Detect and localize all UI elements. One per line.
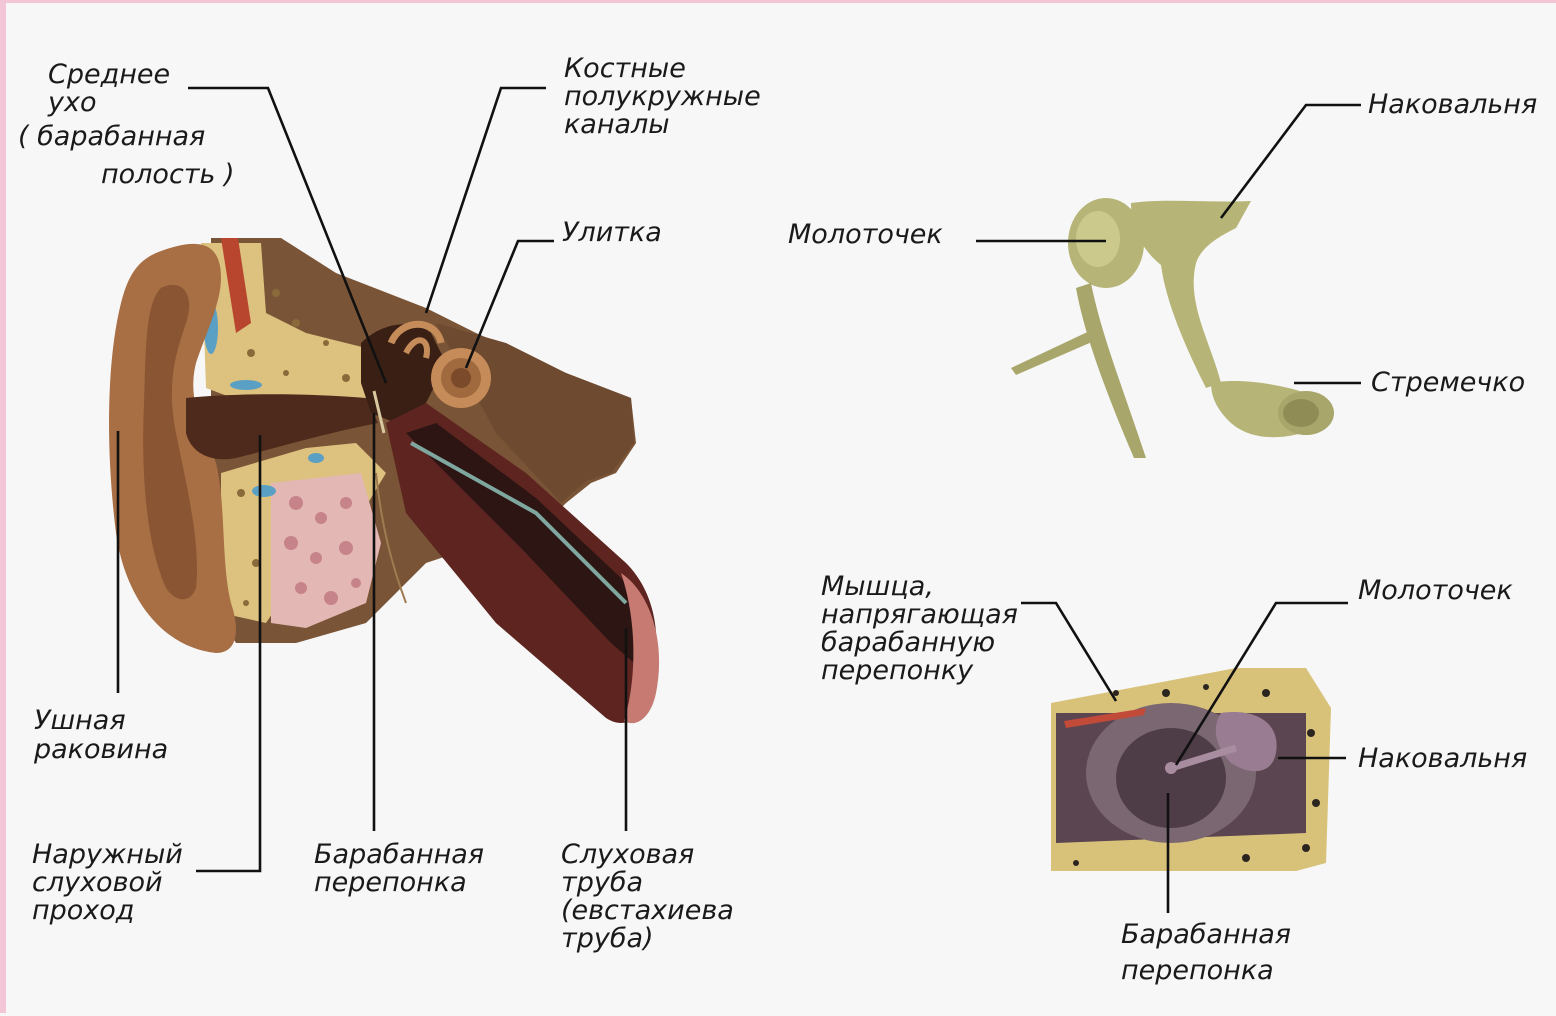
svg-text:Наковальня: Наковальня bbox=[1368, 89, 1537, 120]
svg-text:Барабанная: Барабанная bbox=[314, 839, 484, 870]
label-auricle: Ушная раковина bbox=[33, 705, 168, 765]
svg-text:слуховой: слуховой bbox=[32, 867, 163, 898]
svg-text:Мышца,: Мышца, bbox=[821, 571, 934, 602]
svg-text:Среднее: Среднее bbox=[48, 59, 170, 90]
ear-cross-section bbox=[109, 238, 659, 723]
svg-text:полость ): полость ) bbox=[101, 159, 235, 190]
ear-anatomy-diagram: Среднее ухо ( барабанная полость ) Костн… bbox=[6, 3, 1556, 1016]
label-eardrum-bottom: Барабанная перепонка bbox=[1121, 919, 1291, 986]
svg-text:ухо: ухо bbox=[47, 87, 96, 118]
svg-text:Ушная: Ушная bbox=[34, 705, 126, 736]
svg-text:Барабанная: Барабанная bbox=[1121, 919, 1291, 950]
svg-text:каналы: каналы bbox=[564, 109, 670, 140]
svg-text:напрягающая: напрягающая bbox=[821, 599, 1018, 630]
label-incus-top: Наковальня bbox=[1368, 89, 1537, 120]
label-eardrum: Барабанная перепонка bbox=[314, 839, 484, 898]
label-malleus-bottom: Молоточек bbox=[1358, 575, 1513, 606]
label-middle-ear: Среднее ухо ( барабанная полость ) bbox=[18, 59, 235, 190]
ossicles-illustration bbox=[1011, 198, 1334, 458]
svg-text:перепонку: перепонку bbox=[821, 655, 974, 686]
svg-text:Наружный: Наружный bbox=[32, 839, 183, 870]
label-malleus-top: Молоточек bbox=[788, 219, 943, 250]
cochlea-shape bbox=[431, 348, 491, 408]
label-incus-bottom: Наковальня bbox=[1358, 743, 1527, 774]
svg-text:Стремечко: Стремечко bbox=[1371, 367, 1525, 398]
svg-text:(евстахиева: (евстахиева bbox=[561, 895, 734, 926]
svg-text:Костные: Костные bbox=[564, 53, 686, 84]
svg-text:полукружные: полукружные bbox=[564, 81, 761, 112]
svg-text:труба): труба) bbox=[561, 923, 654, 954]
label-eustachian-tube: Слуховая труба (евстахиева труба) bbox=[561, 839, 734, 954]
label-stapes: Стремечко bbox=[1371, 367, 1525, 398]
label-tensor-muscle: Мышца, напрягающая барабанную перепонку bbox=[821, 571, 1018, 686]
svg-text:Слуховая: Слуховая bbox=[561, 839, 694, 870]
label-cochlea: Улитка bbox=[562, 217, 662, 248]
svg-text:( барабанная: ( барабанная bbox=[18, 121, 205, 152]
svg-text:перепонка: перепонка bbox=[314, 867, 467, 898]
svg-text:перепонка: перепонка bbox=[1121, 955, 1274, 986]
svg-text:Наковальня: Наковальня bbox=[1358, 743, 1527, 774]
svg-text:Улитка: Улитка bbox=[562, 217, 662, 248]
svg-text:Молоточек: Молоточек bbox=[1358, 575, 1513, 606]
svg-text:барабанную: барабанную bbox=[821, 627, 995, 658]
svg-text:проход: проход bbox=[32, 895, 134, 926]
svg-text:раковина: раковина bbox=[33, 734, 168, 765]
svg-text:Молоточек: Молоточек bbox=[788, 219, 943, 250]
label-semicircular-canals: Костные полукружные каналы bbox=[564, 53, 761, 140]
label-external-canal: Наружный слуховой проход bbox=[32, 839, 183, 926]
eardrum-block-illustration bbox=[1051, 668, 1331, 871]
svg-text:труба: труба bbox=[561, 867, 643, 898]
